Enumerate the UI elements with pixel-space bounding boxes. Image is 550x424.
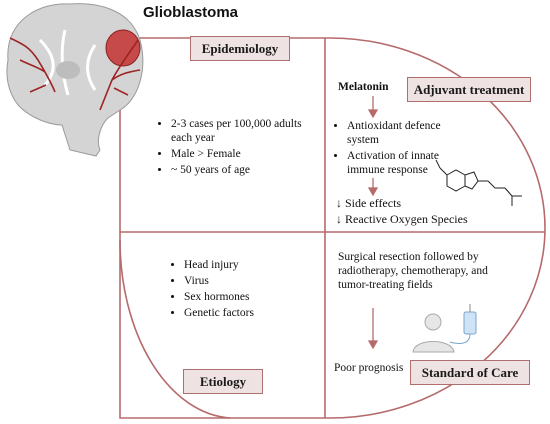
- etiology-list: Head injury Virus Sex hormones Genetic f…: [170, 258, 254, 322]
- side-effects-text: Side effects: [345, 196, 402, 210]
- patient-iv-illustration: [412, 304, 477, 353]
- melatonin-molecule: [435, 159, 522, 206]
- standard-of-care-text: Surgical resection followed by radiother…: [338, 251, 488, 291]
- adjuvant-label: Adjuvant treatment: [407, 77, 531, 102]
- frame-outline: [119, 37, 546, 419]
- standard-of-care-label: Standard of Care: [410, 360, 530, 385]
- etiology-item: Genetic factors: [184, 306, 254, 320]
- etiology-item: Virus: [184, 274, 254, 288]
- side-effects-line: ↓ Side effects: [336, 196, 401, 211]
- epidemiology-list: 2-3 cases per 100,000 adults each year M…: [157, 117, 321, 179]
- etiology-item: Head injury: [184, 258, 254, 272]
- adjuvant-item: Activation of innate immune response: [347, 149, 472, 177]
- down-arrow-icon: ↓: [336, 196, 342, 210]
- lower-left-arc: [119, 239, 231, 419]
- epidemiology-item: ~ 50 years of age: [171, 163, 321, 177]
- melatonin-label: Melatonin: [338, 81, 389, 93]
- etiology-label: Etiology: [183, 369, 263, 394]
- prognosis-text: Poor prognosis: [334, 362, 404, 374]
- ros-text: Reactive Oxygen Species: [345, 212, 468, 226]
- brain-illustration: [6, 3, 144, 157]
- flow-arrows: [367, 96, 379, 350]
- down-arrow-icon: ↓: [336, 212, 342, 226]
- etiology-item: Sex hormones: [184, 290, 254, 304]
- epidemiology-item: 2-3 cases per 100,000 adults each year: [171, 117, 321, 145]
- page-title: Glioblastoma: [143, 4, 239, 21]
- epidemiology-label: Epidemiology: [190, 36, 290, 61]
- ros-line: ↓ Reactive Oxygen Species: [336, 212, 468, 227]
- adjuvant-item: Antioxidant defence system: [347, 119, 472, 147]
- epidemiology-item: Male > Female: [171, 147, 321, 161]
- adjuvant-list: Antioxidant defence system Activation of…: [333, 119, 472, 179]
